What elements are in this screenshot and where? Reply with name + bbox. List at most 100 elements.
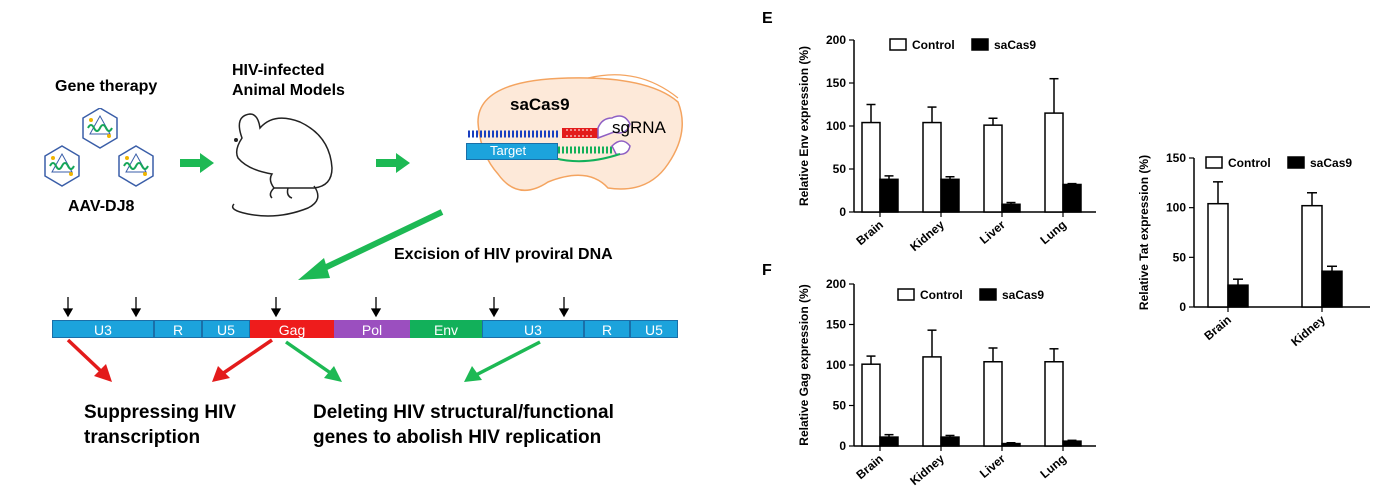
aav-capsid-icon (118, 145, 154, 187)
bar-sacas9 (1227, 284, 1249, 308)
y-tick-label: 100 (826, 358, 846, 372)
outcome-right-line2: genes to abolish HIV replication (313, 427, 602, 448)
green-arrow-icon (376, 153, 410, 173)
outcome-left-line2: transcription (84, 427, 201, 448)
x-tick-label: Kidney (907, 217, 947, 254)
x-tick-label: Brain (853, 452, 886, 482)
bar-control (983, 124, 1003, 213)
y-tick-label: 50 (833, 162, 847, 176)
y-tick-label: 0 (1179, 300, 1186, 314)
target-label: Target (490, 143, 527, 158)
y-tick-label: 0 (839, 439, 846, 453)
animal-models-line1: HIV-infected (232, 62, 325, 79)
green-arrow-icon (473, 340, 541, 378)
legend-label-sacas9: saCas9 (994, 38, 1036, 52)
legend-swatch-control (897, 288, 915, 301)
genome-segment-u3: U3 (482, 320, 584, 338)
legend-swatch-control (889, 38, 907, 51)
y-tick-label: 50 (1173, 250, 1187, 264)
x-tick-label: Brain (1201, 313, 1234, 343)
bar-sacas9 (879, 436, 899, 447)
y-tick-label: 150 (826, 318, 846, 332)
legend-swatch-sacas9 (979, 288, 997, 301)
bar-control (983, 361, 1003, 447)
y-axis-label: Relative Env expression (%) (797, 46, 811, 206)
x-tick-label: Liver (977, 451, 1008, 480)
bar-control (861, 121, 881, 213)
bar-control (1301, 204, 1323, 308)
sgrna-label: sgRNA (612, 118, 666, 137)
bar-sacas9 (1062, 183, 1082, 213)
genome-segment-env: Env (410, 320, 482, 338)
green-arrow-icon (285, 340, 333, 376)
sacas9-complex-illustration (468, 74, 683, 191)
y-tick-label: 100 (1166, 201, 1186, 215)
excision-arrow-icon (298, 209, 444, 280)
aav-label: AAV-DJ8 (68, 198, 135, 215)
animal-models-line2: Animal Models (232, 82, 345, 99)
aav-capsid-icon (82, 108, 118, 149)
excision-label: Excision of HIV proviral DNA (394, 246, 613, 263)
y-tick-label: 150 (826, 76, 846, 90)
legend-swatch-control (1205, 156, 1223, 169)
bar-sacas9 (879, 178, 899, 213)
genome-segment-u5: U5 (630, 320, 678, 338)
outcome-right-line1: Deleting HIV structural/functional (313, 402, 614, 423)
bar-sacas9 (1062, 440, 1082, 447)
y-tick-label: 50 (833, 399, 847, 413)
genome-segment-u5: U5 (202, 320, 250, 338)
mouse-icon (231, 113, 333, 217)
red-arrow-icon (66, 338, 106, 376)
bar-sacas9 (940, 436, 960, 447)
panel-label-e: E (762, 10, 773, 27)
bar-sacas9 (1001, 203, 1021, 213)
y-axis-label: Relative Gag expression (%) (797, 284, 811, 445)
legend-swatch-sacas9 (1287, 156, 1305, 169)
red-arrow-icon (221, 338, 273, 376)
x-tick-label: Brain (853, 218, 886, 248)
bar-control (1044, 361, 1064, 447)
aav-virus-icons (44, 108, 154, 187)
x-tick-label: Kidney (1288, 312, 1328, 349)
bar-sacas9 (940, 178, 960, 213)
panel-label-f: F (762, 262, 772, 279)
bar-sacas9 (1321, 270, 1343, 308)
legend-label-control: Control (920, 288, 963, 302)
outcome-arrows (66, 338, 541, 382)
bar-control (922, 121, 942, 213)
y-axis-label: Relative Tat expression (%) (1137, 155, 1151, 310)
genome-segment-r: R (584, 320, 630, 338)
legend-label-sacas9: saCas9 (1310, 156, 1352, 170)
target-dna-box (466, 143, 558, 160)
aav-capsid-icon (44, 145, 80, 187)
y-tick-label: 0 (839, 205, 846, 219)
legend-label-control: Control (1228, 156, 1271, 170)
x-tick-label: Lung (1037, 218, 1068, 248)
tat-expression-chart: 0 50 100 150 Relative Tat expression (%) Brai… (1137, 151, 1370, 349)
y-tick-label: 150 (1166, 151, 1186, 165)
cut-site-markers (62, 297, 570, 318)
genome-segment-pol: Pol (334, 320, 410, 338)
bar-control (1044, 112, 1064, 213)
legend-label-sacas9: saCas9 (1002, 288, 1044, 302)
bar-control (1207, 202, 1229, 308)
x-tick-label: Lung (1037, 452, 1068, 482)
green-arrow-icon (180, 153, 214, 173)
bar-control (861, 363, 881, 447)
sacas9-label: saCas9 (510, 95, 570, 114)
genome-segment-r: R (154, 320, 202, 338)
y-tick-label: 200 (826, 277, 846, 291)
gene-therapy-label: Gene therapy (55, 78, 158, 95)
bar-sacas9 (1001, 442, 1021, 447)
x-tick-label: Kidney (907, 451, 947, 488)
y-tick-label: 100 (826, 119, 846, 133)
outcome-left-line1: Suppressing HIV (84, 402, 237, 423)
genome-segment-u3: U3 (52, 320, 154, 338)
legend-label-control: Control (912, 38, 955, 52)
y-tick-label: 200 (826, 33, 846, 47)
legend-swatch-sacas9 (971, 38, 989, 51)
genome-segment-gag: Gag (250, 320, 334, 338)
bar-control (922, 356, 942, 447)
